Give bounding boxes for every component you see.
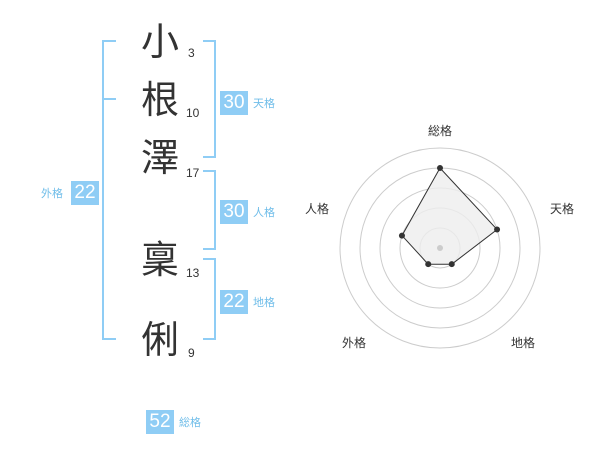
- jinkaku-bracket-bottom: [203, 248, 216, 250]
- radar-center-dot: [437, 245, 443, 251]
- jinkaku-bracket-top: [203, 170, 216, 172]
- name-char-2: 根: [140, 78, 179, 122]
- radar-label-chikaku: 地格: [511, 336, 536, 350]
- radar-point-4: [425, 261, 432, 268]
- name-char-1: 小: [140, 20, 179, 64]
- tenkaku-value-badge: 30: [220, 91, 248, 115]
- gaikaku-label: 外格: [41, 187, 63, 200]
- tenkaku-label: 天格: [253, 97, 275, 110]
- soukaku-value-badge: 52: [146, 410, 174, 434]
- chikaku-bracket-top: [203, 258, 216, 260]
- jinkaku-label: 人格: [253, 206, 275, 219]
- jinkaku-value-badge: 30: [220, 200, 248, 224]
- chikaku-value-badge: 22: [220, 290, 248, 314]
- radar-label-tenkaku: 天格: [550, 202, 575, 216]
- name-char-3: 澤: [140, 136, 179, 180]
- radar-value-polygon: [401, 167, 498, 265]
- tenkaku-bracket-top: [203, 40, 216, 42]
- stroke-count-5: 9: [188, 346, 195, 360]
- chikaku-bracket-vertical: [214, 258, 216, 340]
- radar-label-gaikaku: 外格: [342, 336, 367, 350]
- chikaku-bracket-bottom: [203, 338, 216, 340]
- stroke-count-3: 17: [186, 166, 200, 180]
- radar-label-jinkaku: 人格: [305, 202, 330, 216]
- radar-point-2: [494, 226, 501, 233]
- jinkaku-bracket-vertical: [214, 170, 216, 250]
- radar-points: [398, 165, 501, 268]
- soukaku-label: 総格: [179, 416, 201, 429]
- gaikaku-bracket-top: [102, 40, 116, 42]
- gaikaku-bracket-bottom: [102, 338, 116, 340]
- gaikaku-bracket-vertical: [102, 40, 104, 340]
- tenkaku-bracket-bottom: [203, 156, 216, 158]
- radar-point-1: [437, 165, 443, 171]
- gaikaku-bracket-mid: [102, 98, 116, 100]
- name-char-4: 稟: [140, 238, 179, 282]
- chikaku-label: 地格: [253, 296, 275, 309]
- radar-point-5: [398, 232, 405, 239]
- radar-ring-5: [339, 147, 541, 349]
- stroke-count-1: 3: [188, 46, 195, 60]
- radar-point-3: [448, 261, 455, 268]
- stroke-count-4: 13: [186, 266, 200, 280]
- name-char-5: 俐: [140, 318, 179, 362]
- radar-label-soukaku: 総格: [428, 124, 453, 138]
- gaikaku-value-badge: 22: [71, 181, 99, 205]
- stroke-count-2: 10: [186, 106, 200, 120]
- tenkaku-bracket-vertical: [214, 40, 216, 158]
